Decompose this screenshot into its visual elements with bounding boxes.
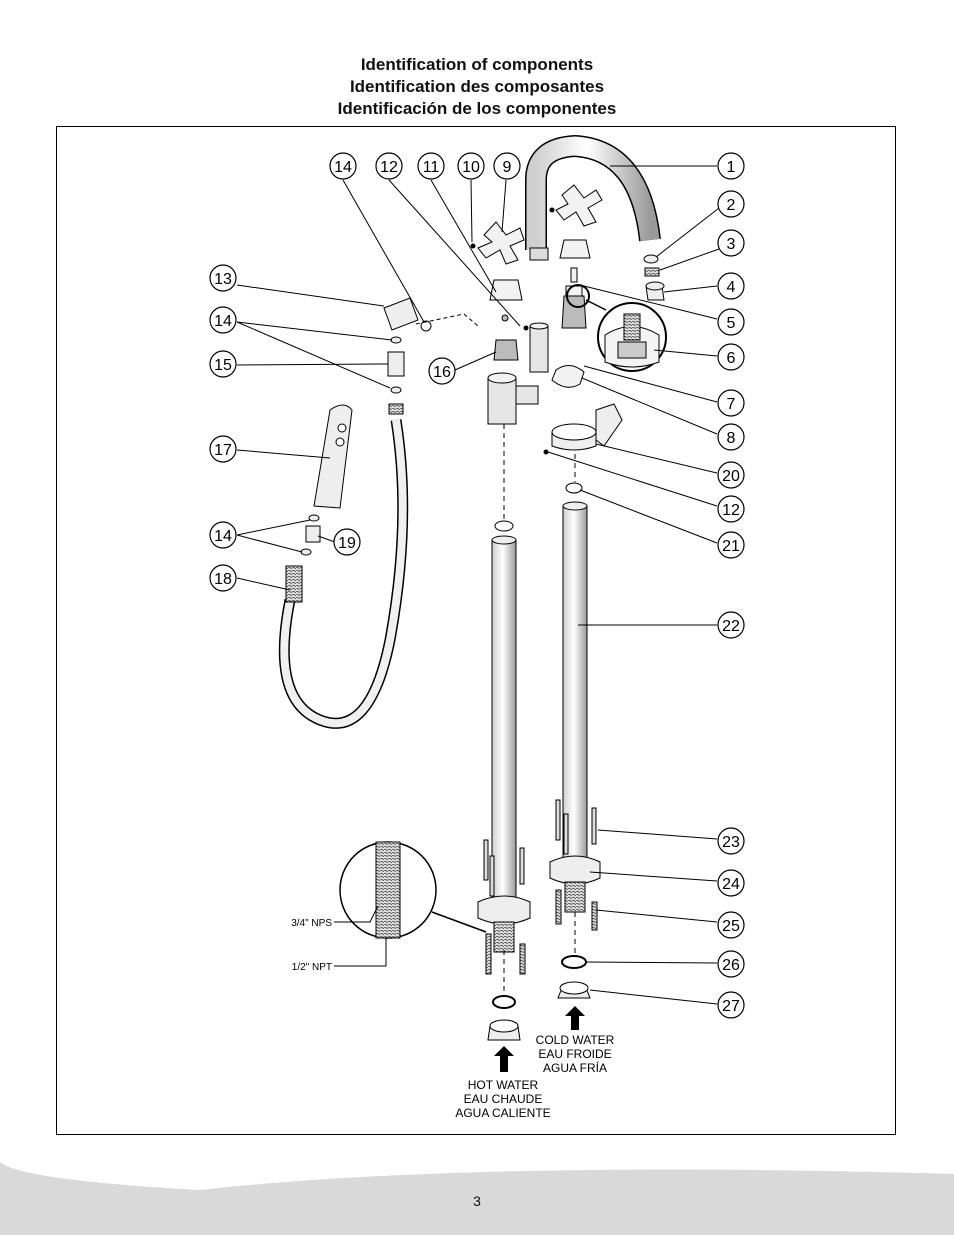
hand-shower [300, 404, 353, 556]
callout-2: 2 [717, 190, 745, 218]
svg-text:8: 8 [727, 430, 736, 447]
cold-side-riser [543, 403, 623, 999]
svg-text:16: 16 [433, 364, 451, 381]
cold-label-fr: EAU FROIDE [538, 1047, 611, 1061]
shower-hose [278, 419, 409, 729]
callout-20: 20 [717, 461, 745, 489]
assembly-centerlines [503, 424, 576, 996]
svg-text:17: 17 [214, 442, 232, 459]
hot-handle-assembly [415, 221, 585, 425]
svg-text:10: 10 [462, 159, 480, 176]
title-block: Identification of components Identificat… [0, 54, 954, 120]
aerator-parts [643, 254, 665, 301]
cold-label-es: AGUA FRÍA [543, 1060, 607, 1075]
callout-3: 3 [717, 229, 745, 257]
spout [525, 134, 661, 261]
cold-water-label: COLD WATER EAU FROIDE AGUA FRÍA [536, 1033, 615, 1075]
svg-text:11: 11 [423, 159, 440, 176]
svg-text:24: 24 [722, 876, 740, 893]
svg-text:15: 15 [214, 357, 232, 374]
svg-text:14: 14 [214, 528, 232, 545]
callout-23: 23 [717, 827, 745, 855]
svg-text:19: 19 [338, 535, 356, 552]
svg-text:9: 9 [503, 159, 512, 176]
svg-text:25: 25 [722, 918, 740, 935]
svg-text:18: 18 [214, 571, 232, 588]
callout-26: 26 [717, 950, 745, 978]
callout-18: 18 [209, 564, 237, 592]
svg-text:12: 12 [722, 502, 740, 519]
mounting-screws [483, 799, 598, 975]
callouts: 1 2 3 4 5 6 7 8 20 12 21 22 23 24 25 26 … [209, 152, 745, 1019]
callout-4: 4 [717, 272, 745, 300]
callout-19: 19 [333, 528, 361, 556]
svg-text:4: 4 [727, 279, 736, 296]
hot-label-en: HOT WATER [468, 1078, 539, 1092]
callout-5: 5 [717, 308, 745, 336]
callout-12b: 12 [717, 495, 745, 523]
diagram-frame [56, 126, 896, 1135]
hot-water-arrow [494, 1046, 514, 1072]
hot-water-label: HOT WATER EAU CHAUDE AGUA CALIENTE [455, 1078, 550, 1120]
callout-7: 7 [717, 389, 745, 417]
svg-text:1: 1 [727, 159, 736, 176]
callout-8: 8 [717, 423, 745, 451]
svg-text:23: 23 [722, 834, 740, 851]
thread-detail: 3/4" NPS 1/2" NPT [291, 841, 487, 973]
callout-14a: 14 [329, 152, 357, 180]
cold-water-arrow [565, 1006, 585, 1030]
title-french: Identification des composantes [349, 77, 605, 96]
svg-text:14: 14 [214, 313, 232, 330]
cold-handle-assembly [549, 184, 603, 329]
svg-text:5: 5 [727, 315, 736, 332]
callout-16: 16 [428, 357, 456, 385]
svg-text:21: 21 [722, 538, 740, 555]
thread-label-nps: 3/4" NPS [291, 918, 332, 929]
svg-text:13: 13 [214, 271, 232, 288]
callout-21: 21 [717, 531, 745, 559]
svg-text:12: 12 [380, 159, 398, 176]
svg-text:14: 14 [334, 159, 352, 176]
callout-1: 1 [717, 152, 745, 180]
callout-11: 11 [417, 152, 445, 180]
callout-14b: 14 [209, 306, 237, 334]
svg-text:22: 22 [722, 618, 740, 635]
callout-14c: 14 [209, 521, 237, 549]
callout-9: 9 [493, 152, 521, 180]
svg-text:3: 3 [727, 236, 736, 253]
hot-label-es: AGUA CALIENTE [455, 1106, 550, 1120]
water-inlet-arrows [494, 1006, 585, 1072]
diverter-and-hose-parts [383, 297, 432, 415]
callout-13: 13 [209, 264, 237, 292]
page-number: 3 [473, 1193, 481, 1209]
svg-text:2: 2 [727, 197, 736, 214]
callout-12a: 12 [375, 152, 403, 180]
callout-22: 22 [717, 611, 745, 639]
exploded-parts-diagram: 3/4" NPS 1/2" NPT [209, 134, 745, 1120]
title-spanish: Identificación de los componentes [337, 99, 617, 118]
leader-lines [236, 165, 720, 1005]
hot-label-fr: EAU CHAUDE [464, 1092, 543, 1106]
callout-25: 25 [717, 911, 745, 939]
callout-6: 6 [717, 343, 745, 371]
thread-label-npt: 1/2" NPT [292, 962, 332, 973]
cold-label-en: COLD WATER [536, 1033, 615, 1047]
callout-24: 24 [717, 869, 745, 897]
callout-10: 10 [457, 152, 485, 180]
svg-text:20: 20 [722, 468, 740, 485]
footer-wave [0, 1162, 954, 1235]
callout-27: 27 [717, 991, 745, 1019]
hot-side-riser [477, 520, 531, 1041]
svg-text:7: 7 [727, 396, 736, 413]
svg-text:26: 26 [722, 957, 740, 974]
title-english: Identification of components [360, 55, 594, 74]
svg-text:27: 27 [722, 998, 740, 1015]
callout-17: 17 [209, 435, 237, 463]
svg-text:6: 6 [727, 350, 736, 367]
cartridge-detail [585, 299, 667, 372]
callout-15: 15 [209, 350, 237, 378]
